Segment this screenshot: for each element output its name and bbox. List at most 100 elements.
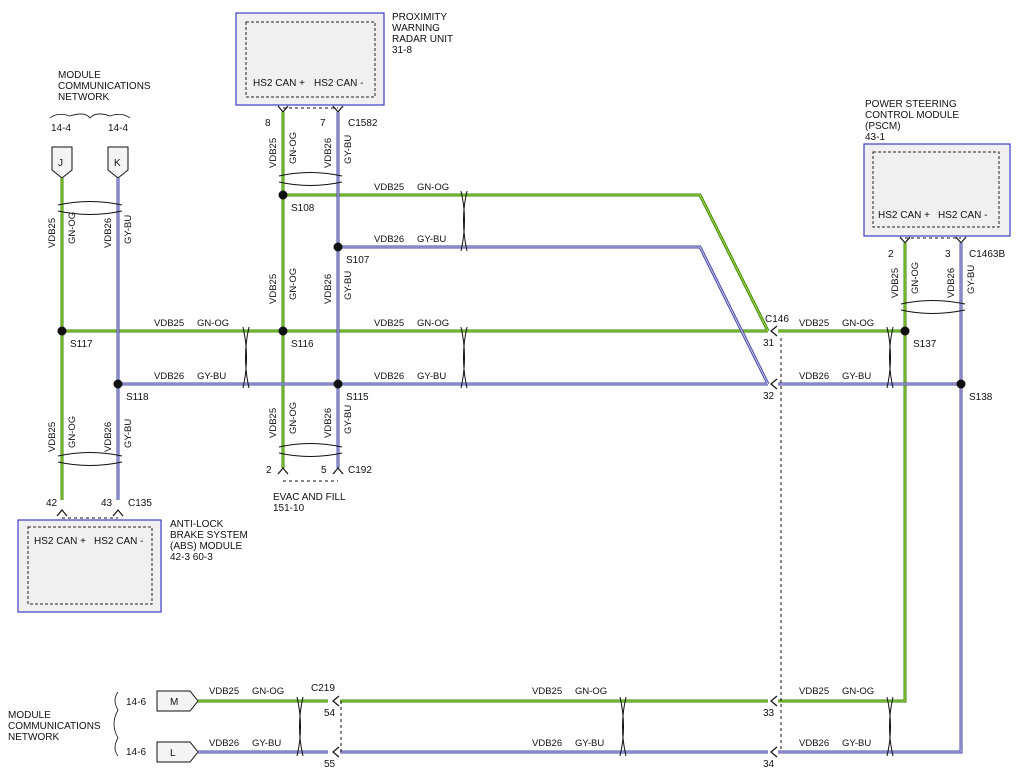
splice-s116-label: S116 xyxy=(291,339,314,350)
twist-top-center xyxy=(278,172,343,186)
splice-s137-label: S137 xyxy=(913,339,937,350)
pscm-pin-3: 3 xyxy=(945,249,951,260)
vwire-og-l1-circuit: VDB25 xyxy=(47,218,58,248)
network-top: MODULE COMMUNICATIONS NETWORK 14-4 14-4 … xyxy=(49,70,151,179)
pscm-module-box xyxy=(863,143,1011,237)
abs-inner-outline xyxy=(27,526,153,605)
c192-pin-2-arrow xyxy=(277,467,289,475)
proximity-module-box xyxy=(235,12,385,106)
pscm-ref: 43-1 xyxy=(865,132,885,143)
abs-module: ANTI-LOCK BRAKE SYSTEM (ABS) MODULE 42-3… xyxy=(17,498,248,613)
abs-name-2: BRAKE SYSTEM xyxy=(170,530,248,541)
pscm-pin-label-pos: HS2 CAN + xyxy=(878,210,930,221)
pscm-pin-label-neg: HS2 CAN - xyxy=(938,210,987,221)
pscm-pin-2: 2 xyxy=(888,249,894,260)
proximity-inner-outline xyxy=(245,21,376,98)
twist-top-left xyxy=(57,201,123,215)
wire-label-bu-7-circuit: VDB26 xyxy=(799,738,829,749)
wire-label-og-3-color: GN-OG xyxy=(417,182,449,193)
wire-label-bu-1-circuit: VDB26 xyxy=(154,371,184,382)
wire-labels-vertical: VDB25 GN-OG VDB26 GY-BU VDB25 GN-OG VDB2… xyxy=(47,132,977,452)
proximity-name-2: WARNING xyxy=(392,23,440,34)
pscm-module: POWER STEERING CONTROL MODULE (PSCM) 43-… xyxy=(863,99,1011,260)
wires-gn-og xyxy=(60,112,907,703)
wire-og-right-vertical xyxy=(778,243,907,703)
vwire-og-c1-circuit: VDB25 xyxy=(268,138,279,168)
wire-labels-horizontal: VDB25 GN-OG VDB25 GN-OG VDB25 GN-OG VDB2… xyxy=(154,182,874,749)
wire-label-og-4-circuit: VDB25 xyxy=(799,318,829,329)
vwire-og-r1-circuit: VDB25 xyxy=(890,268,901,298)
splice-s118-label: S118 xyxy=(126,392,149,403)
vwire-og-r1-color: GN-OG xyxy=(910,262,921,294)
vwire-og-c2-circuit: VDB25 xyxy=(268,274,279,304)
abs-pin-arrow-43 xyxy=(112,509,124,517)
c146-pin-32: 32 xyxy=(763,391,775,402)
c219-pin-54-arrow xyxy=(332,695,340,707)
wire-label-bu-1-color: GY-BU xyxy=(197,371,226,382)
vwire-bu-c3-color: GY-BU xyxy=(343,405,354,434)
wire-label-og-2-circuit: VDB25 xyxy=(374,318,404,329)
c146-pin-31: 31 xyxy=(763,338,775,349)
pscm-name-3: (PSCM) xyxy=(865,121,901,132)
proximity-pin-arrow-7 xyxy=(332,105,344,113)
vwire-bu-l1-color: GY-BU xyxy=(123,215,134,244)
wire-label-og-3-circuit: VDB25 xyxy=(374,182,404,193)
abs-pin-label-pos: HS2 CAN + xyxy=(34,536,86,547)
proximity-name-3: RADAR UNIT xyxy=(392,34,453,45)
wire-label-og-5-color: GN-OG xyxy=(252,686,284,697)
wire-label-bu-3-circuit: VDB26 xyxy=(374,234,404,245)
connectors: C146 31 32 33 34 C219 54 55 2 5 C192 EVA… xyxy=(266,107,961,770)
abs-module-box xyxy=(17,519,162,613)
c146-pin-32-arrow xyxy=(770,378,778,390)
proximity-connector: C1582 xyxy=(348,118,378,129)
network-top-ref-k: 14-4 xyxy=(108,123,128,134)
proximity-pin-8: 8 xyxy=(265,118,271,129)
pin-33: 33 xyxy=(763,708,775,719)
wire-og-highlight xyxy=(61,112,906,702)
splice-s116 xyxy=(278,326,288,336)
splice-s117 xyxy=(57,326,67,336)
wire-label-bu-2-color: GY-BU xyxy=(417,371,446,382)
splice-s107-label: S107 xyxy=(346,255,370,266)
wire-label-bu-2-circuit: VDB26 xyxy=(374,371,404,382)
wire-label-bu-3-color: GY-BU xyxy=(417,234,446,245)
wire-bu-highlight xyxy=(117,112,962,753)
wire-label-bu-7-color: GY-BU xyxy=(842,738,871,749)
proximity-pin-7: 7 xyxy=(320,118,326,129)
network-bottom-name-3: NETWORK xyxy=(8,732,59,743)
proximity-pin-label-pos: HS2 CAN + xyxy=(253,78,305,89)
terminal-m-label: M xyxy=(170,697,178,708)
abs-ref: 42-3 60-3 xyxy=(170,552,213,563)
twist-markers xyxy=(57,172,966,757)
wire-label-bu-4-circuit: VDB26 xyxy=(799,371,829,382)
wire-label-bu-4-color: GY-BU xyxy=(842,371,871,382)
network-top-name-3: NETWORK xyxy=(58,92,109,103)
vwire-bu-l2-circuit: VDB26 xyxy=(103,422,114,452)
vwire-bu-r1-circuit: VDB26 xyxy=(946,268,957,298)
twist-center-horizontal xyxy=(460,326,468,389)
pin-34-arrow xyxy=(770,746,778,758)
vwire-bu-r1-color: GY-BU xyxy=(966,265,977,294)
splice-s115 xyxy=(333,379,343,389)
splice-s138 xyxy=(956,379,966,389)
terminal-l-label: L xyxy=(170,748,176,759)
c219-label: C219 xyxy=(311,683,335,694)
abs-name-3: (ABS) MODULE xyxy=(170,541,243,552)
splices: S108 S107 S117 S116 S118 S115 S137 S138 xyxy=(57,190,993,403)
wire-label-og-5-circuit: VDB25 xyxy=(209,686,239,697)
vwire-og-l1-color: GN-OG xyxy=(67,212,78,244)
splice-s108-label: S108 xyxy=(291,203,315,214)
splice-s137 xyxy=(900,326,910,336)
twist-bottom-center xyxy=(278,443,343,457)
evac-name: EVAC AND FILL xyxy=(273,492,346,503)
proximity-module: PROXIMITY WARNING RADAR UNIT 31-8 HS2 CA… xyxy=(235,12,453,129)
wire-label-og-1-color: GN-OG xyxy=(197,318,229,329)
c192-pin-2: 2 xyxy=(266,465,272,476)
terminal-j xyxy=(51,146,73,179)
pin-33-arrow xyxy=(770,695,778,707)
c192-pin-5-arrow xyxy=(332,467,344,475)
splice-s107 xyxy=(333,242,343,252)
terminal-k xyxy=(107,146,129,179)
splice-s118 xyxy=(113,379,123,389)
abs-pin-42: 42 xyxy=(46,498,58,509)
